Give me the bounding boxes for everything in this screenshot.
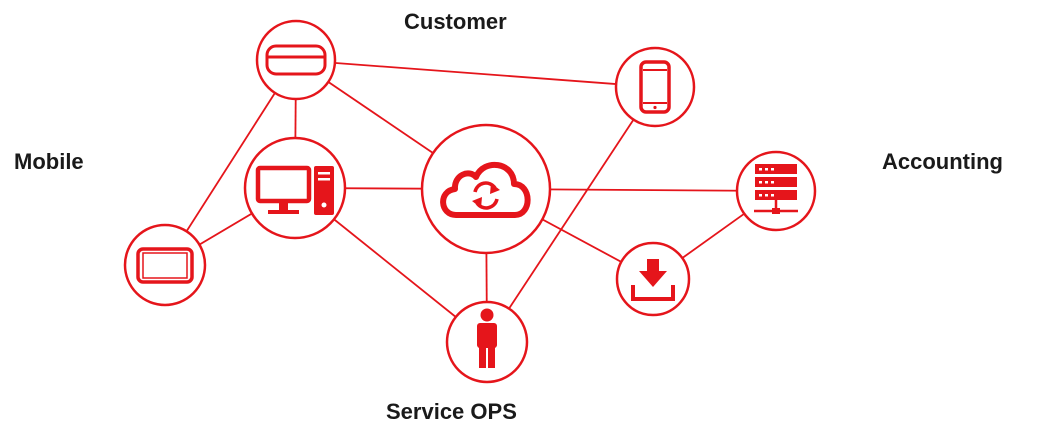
connection-smartphone-person (486, 86, 656, 343)
label-customer: Customer (404, 9, 507, 34)
node-download (615, 241, 691, 317)
label-service-ops: Service OPS (386, 399, 517, 424)
tablet-icon (136, 247, 194, 284)
node-person (445, 300, 529, 384)
download-icon (631, 259, 675, 301)
smartphone-icon (639, 60, 671, 114)
cloud-sync-icon (440, 161, 531, 218)
node-tablet (123, 223, 207, 307)
server-rack-icon (754, 164, 798, 214)
desktop-computer-icon (255, 165, 334, 215)
node-cloud (420, 123, 552, 255)
database-icon (265, 44, 327, 76)
node-desktop (243, 136, 347, 240)
label-accounting: Accounting (882, 149, 1003, 174)
connection-database-smartphone (295, 59, 656, 88)
node-smartphone (614, 46, 696, 128)
label-mobile: Mobile (14, 149, 84, 174)
node-server (735, 150, 817, 232)
node-database (255, 19, 337, 101)
person-icon (477, 308, 497, 368)
